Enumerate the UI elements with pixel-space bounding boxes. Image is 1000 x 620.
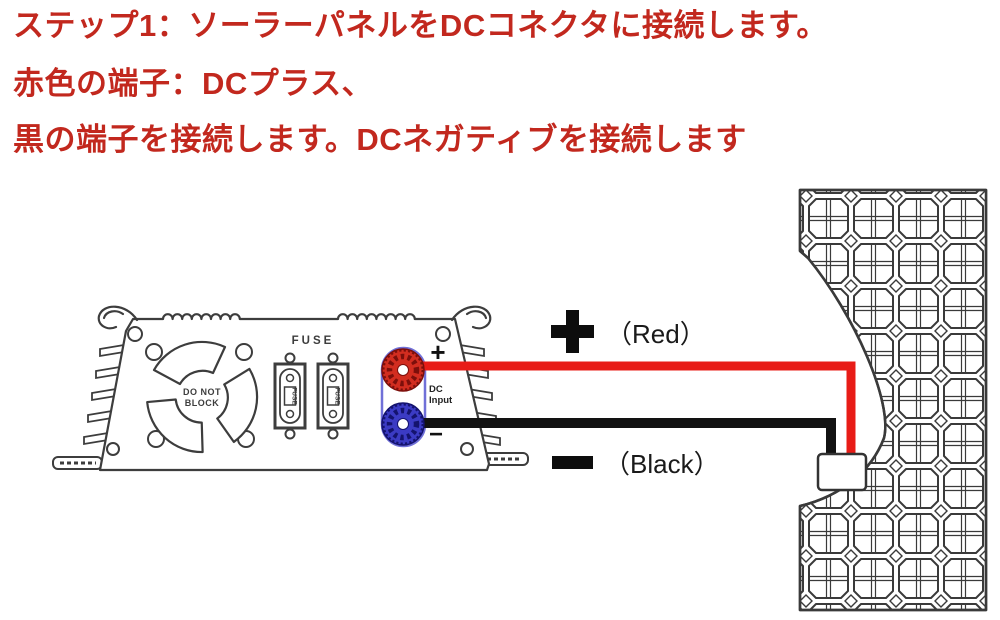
fuse-unit-label: FUSE (291, 387, 298, 405)
dc-terminal-negative (381, 402, 425, 446)
dc-input-label-line1: DC (429, 384, 443, 395)
minus-symbol (552, 456, 593, 469)
negative-wire-label: （Black） (604, 449, 720, 479)
instruction-line-3: 黒の端子を接続します。DCネガティブを接続します (13, 122, 747, 157)
screw-holes (106, 326, 474, 456)
terminal-plus-marking: + (430, 337, 445, 367)
inverter-device: DO NOT BLOCK FUSE FUSE (52, 305, 529, 472)
instruction-line-2: 赤色の端子：DCプラス、 (13, 66, 374, 101)
junction-box (816, 452, 868, 492)
fuse-holder-1: FUSE (273, 352, 307, 440)
positive-wire (403, 361, 856, 460)
fan-warning-line1: DO NOT (183, 387, 221, 397)
solar-panel-cells (800, 190, 986, 610)
dc-terminal-positive (381, 348, 425, 392)
fuse-unit-label: FUSE (334, 387, 341, 405)
terminal-minus-marking: − (429, 421, 443, 448)
cooling-fan: DO NOT BLOCK (141, 340, 275, 468)
bracket-top-right (450, 305, 492, 330)
negative-wire (403, 418, 836, 460)
dc-input-label-line2: Input (429, 395, 453, 406)
solar-panel (798, 188, 988, 612)
positive-wire-label: （Red） (606, 319, 706, 349)
bracket-top-left (97, 305, 139, 330)
fan-warning-line2: BLOCK (185, 398, 220, 408)
fuse-holder-2: FUSE (316, 352, 350, 440)
dc-terminal-stadium (380, 346, 427, 448)
instruction-line-1: ステップ1：ソーラーパネルをDCコネクタに接続します。 (13, 8, 828, 43)
fuse-section-label: FUSE (292, 335, 335, 347)
mounting-foot-left (52, 456, 103, 470)
plus-symbol (551, 310, 594, 353)
